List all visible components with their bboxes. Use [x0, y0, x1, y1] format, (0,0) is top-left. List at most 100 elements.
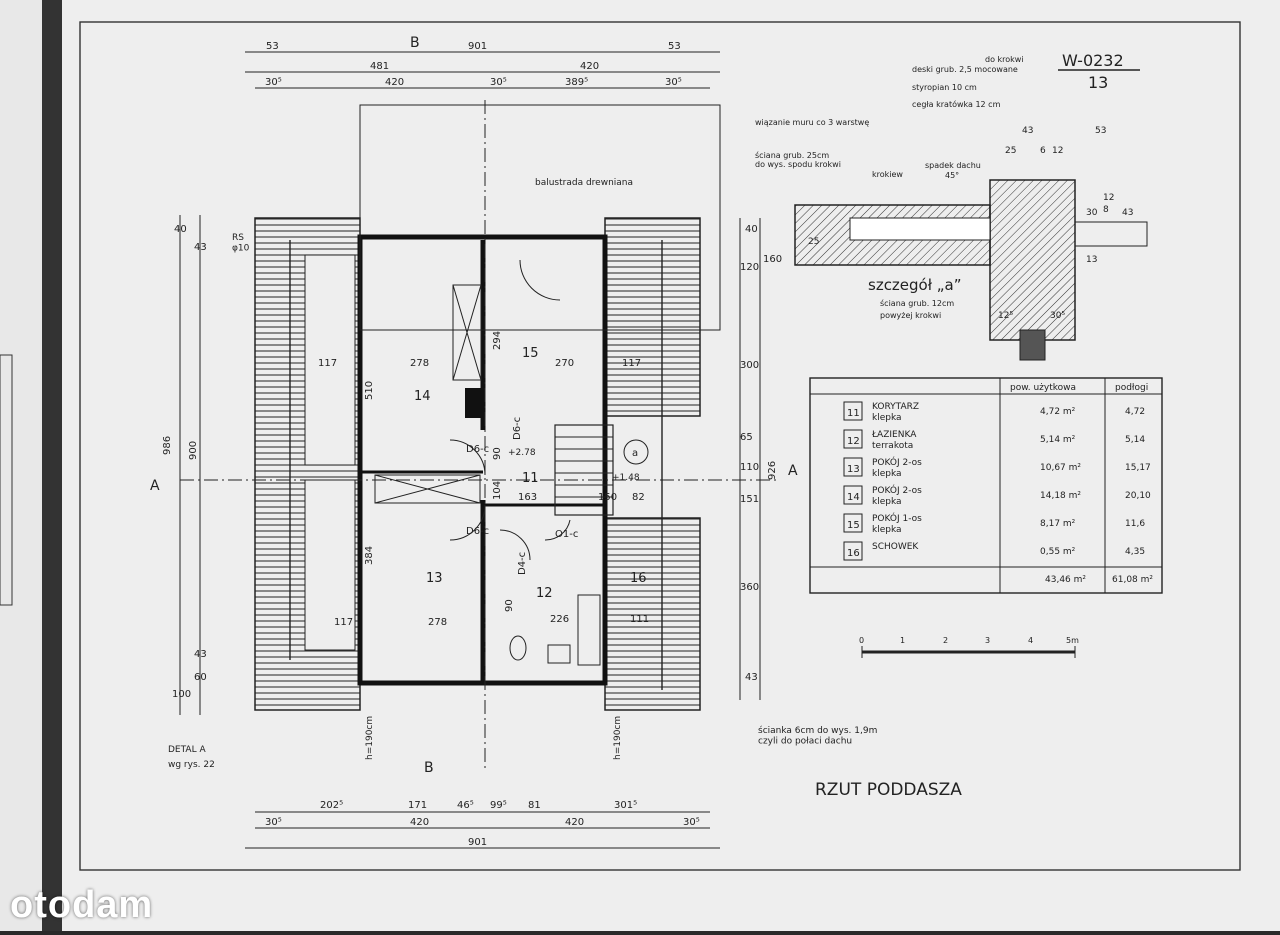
detail-dim-30: 30 [1086, 208, 1098, 218]
room-number-12: 12 [536, 586, 553, 601]
detail-label-1: deski grub. 2,5 mocowane [912, 65, 1018, 74]
room-dim-270: 270 [555, 358, 574, 369]
room-table-grid [809, 377, 1163, 594]
detail-label-7: krokiew [872, 170, 903, 179]
callout-height-1: h=190cm [365, 716, 375, 760]
dim-top-30-b: 30⁵ [490, 77, 507, 88]
dim-right-300: 300 [740, 360, 759, 371]
detail-dim-25-b: 25 [808, 237, 819, 247]
dimension-lines [179, 51, 761, 849]
dim-top-30-c: 30⁵ [665, 77, 682, 88]
watermark-logo: otodam [10, 884, 154, 926]
table-row: 11 KORYTARZ klepka 4,72 m² 4,72 [843, 401, 1145, 423]
left-page-edge [0, 0, 42, 931]
detail-dim-53: 53 [1095, 126, 1106, 136]
dim-left-100: 100 [172, 689, 191, 700]
room-dim-510: 510 [364, 381, 375, 400]
detail-dim-25: 25 [1005, 146, 1016, 156]
gable-outline [359, 104, 721, 331]
door-label-2: D6-c [512, 417, 523, 440]
callout-height-2: h=190cm [613, 716, 623, 760]
dim-top-901: 901 [468, 41, 487, 52]
door-label-3: D6-c [466, 526, 489, 537]
row-name: ŁAZIENKA [871, 430, 917, 440]
drawing-frame [79, 21, 1241, 871]
scale-bar [861, 646, 1076, 658]
row-floor: klepka [872, 469, 902, 479]
table-header-area: pow. użytkowa [1010, 383, 1076, 393]
dim-bottom-81: 81 [528, 800, 541, 811]
row-name: POKÓJ 1-os [872, 512, 922, 524]
detail-dim-13: 13 [1086, 255, 1097, 265]
detail-dim-12-v: 12 [1103, 193, 1114, 203]
scale-0: 0 [859, 636, 864, 645]
row-floor: klepka [872, 497, 902, 507]
roof-slope-right-top [604, 217, 701, 417]
row-floor-area: 4,72 [1125, 407, 1145, 417]
dim-top-53-left: 53 [266, 41, 279, 52]
roof-slope-right-bottom [604, 517, 701, 711]
row-floor-area: 4,35 [1125, 547, 1145, 557]
room-dim-90-a: 90 [492, 447, 503, 460]
detail-dim-43-v: 43 [1122, 208, 1133, 218]
room-dim-111: 111 [630, 614, 649, 625]
dim-left-900: 900 [188, 441, 199, 460]
detail-label-11: powyżej krokwi [880, 311, 941, 320]
row-floor-area: 11,6 [1125, 519, 1145, 529]
room-dim-278-a: 278 [410, 358, 429, 369]
row-area: 5,14 m² [1040, 435, 1076, 445]
detail-title: szczegół „a” [868, 276, 962, 294]
detail-slab [1074, 221, 1148, 247]
table-row: 16 SCHOWEK 0,55 m² 4,35 [843, 541, 1145, 561]
row-floor: klepka [872, 525, 902, 535]
row-no: 12 [847, 436, 860, 447]
room-dim-384: 384 [364, 546, 375, 565]
dim-bottom-202: 202⁵ [320, 800, 343, 811]
floor-plan [180, 100, 780, 770]
table-row: 15 POKÓJ 1-os klepka 8,17 m² 11,6 [843, 512, 1145, 535]
dim-left-60: 60 [194, 672, 207, 683]
sheet-number: 13 [1088, 73, 1108, 92]
sink [547, 644, 571, 664]
scale-2: 2 [943, 636, 948, 645]
callout-stair-down: +1.48 [612, 473, 640, 483]
door-label-1: D6-c [466, 444, 489, 455]
dim-right-926: 926 [767, 461, 778, 480]
detail-dim-6: 6 [1040, 146, 1046, 156]
scale-5: 5m [1066, 636, 1079, 645]
room-number-11: 11 [522, 471, 539, 486]
scale-4: 4 [1028, 636, 1033, 645]
dim-bottom-30-a: 30⁵ [265, 817, 282, 828]
room-dim-90-b: 90 [504, 599, 515, 612]
detail-chimney-block [1019, 329, 1046, 361]
section-mark-top: B [410, 35, 420, 51]
drawing-title: RZUT PODDASZA [815, 780, 962, 800]
stair-treads [555, 436, 613, 498]
row-area: 10,67 m² [1040, 463, 1081, 473]
callout-detail-ref: wg rys. 22 [168, 760, 215, 770]
row-name: POKÓJ 2-os [872, 484, 922, 496]
room-dim-278-b: 278 [428, 617, 447, 628]
dim-bottom-420-a: 420 [410, 817, 429, 828]
section-mark-right: A [788, 463, 798, 479]
detail-dim-12-5: 12⁵ [998, 311, 1013, 321]
dim-top-420-b: 420 [385, 77, 404, 88]
sheet-code: W-0232 [1062, 51, 1124, 70]
detail-dim-43: 43 [1022, 126, 1033, 136]
row-floor-area: 20,10 [1125, 491, 1151, 501]
room-number-13: 13 [426, 571, 443, 586]
detail-label-6: do wys. spodu krokwi [755, 160, 841, 169]
table-row: 13 POKÓJ 2-os klepka 10,67 m² 15,17 [843, 456, 1151, 479]
detail-a-drawing [794, 179, 1148, 361]
section-mark-left: A [150, 478, 160, 494]
bathtub [577, 594, 601, 666]
section-mark-bottom: B [424, 760, 434, 776]
dim-bottom-901: 901 [468, 837, 487, 848]
room-number-16: 16 [630, 571, 647, 586]
scale-1: 1 [900, 636, 905, 645]
table-header-floor: podłogi [1115, 383, 1148, 393]
section-circle-a [623, 439, 649, 465]
callout-stair-up: +2.78 [508, 448, 536, 458]
dim-bottom-420-b: 420 [565, 817, 584, 828]
